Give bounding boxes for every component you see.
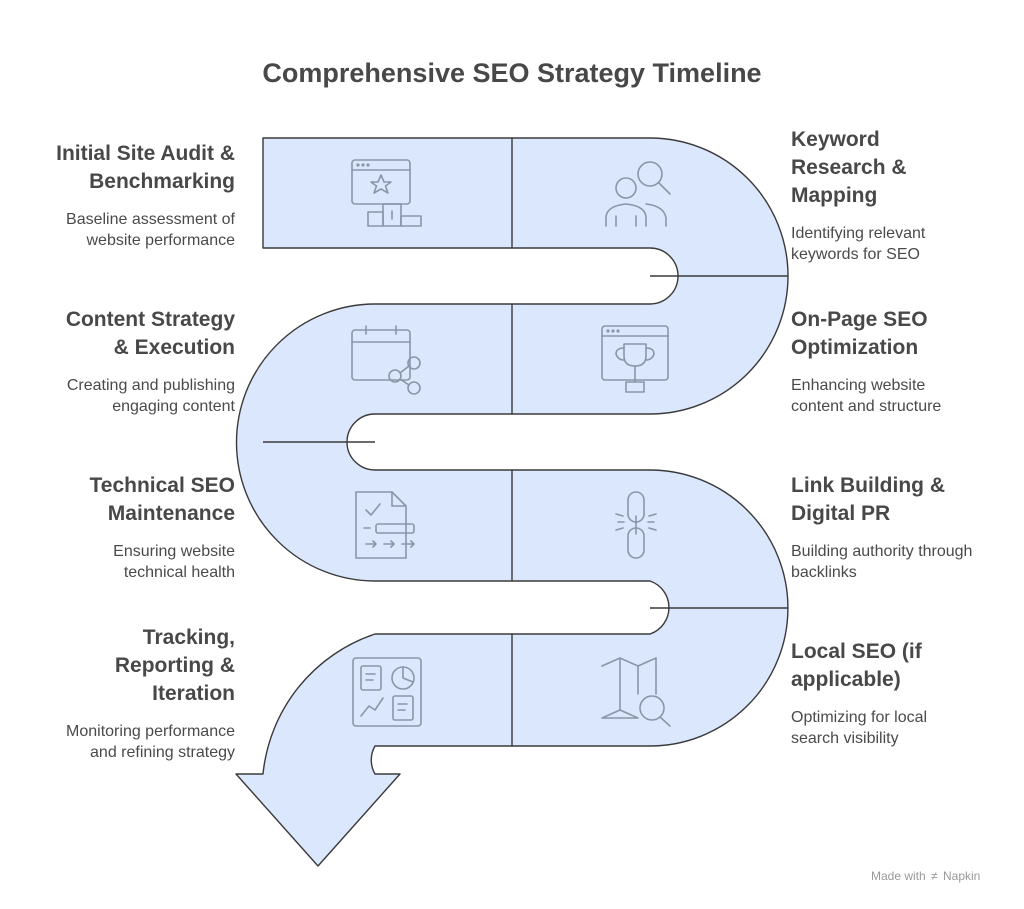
step-local-seo: Local SEO (if applicable) Optimizing for… <box>791 638 1024 749</box>
step-title-line: Optimization <box>791 336 919 359</box>
step-title-line: & Execution <box>113 336 235 359</box>
step-title-line: Initial Site Audit & <box>56 142 235 165</box>
step-desc-line: backlinks <box>791 564 857 581</box>
step-title: Content Strategy & Execution <box>0 306 235 362</box>
map-search-icon <box>601 657 671 727</box>
step-title-line: On-Page SEO <box>791 308 928 331</box>
credit-label: Made with <box>871 869 926 883</box>
step-tracking-reporting: Tracking, Reporting & Iteration Monitori… <box>0 624 235 763</box>
step-desc-line: Building authority through <box>791 543 973 560</box>
step-desc-line: Monitoring performance <box>66 723 235 740</box>
step-desc-line: Enhancing website <box>791 377 926 394</box>
dashboard-icon <box>352 657 422 727</box>
web-award-icon <box>351 159 422 227</box>
step-title-line: Maintenance <box>107 502 235 525</box>
step-desc-line: website performance <box>86 232 235 249</box>
step-title: Link Building & Digital PR <box>791 472 1024 528</box>
people-search-icon <box>605 161 671 227</box>
step-desc-line: Baseline assessment of <box>66 211 235 228</box>
step-desc-line: Ensuring website <box>113 543 235 560</box>
step-description: Baseline assessment of website performan… <box>0 209 235 251</box>
step-title-line: Local SEO (if <box>791 640 922 663</box>
step-title-line: Technical SEO <box>89 474 236 497</box>
step-title-line: Mapping <box>791 184 878 207</box>
step-title-line: Reporting & <box>114 654 235 677</box>
step-desc-line: Identifying relevant <box>791 225 926 242</box>
step-title: Tracking, Reporting & Iteration <box>0 624 235 708</box>
step-title: Initial Site Audit & Benchmarking <box>0 140 235 196</box>
step-desc-line: content and structure <box>791 398 942 415</box>
step-title-line: Tracking, <box>142 626 235 649</box>
step-title: Keyword Research & Mapping <box>791 126 1024 210</box>
step-technical-seo: Technical SEO Maintenance Ensuring websi… <box>0 472 236 583</box>
step-title-line: Link Building & <box>791 474 945 497</box>
step-description: Monitoring performance and refining stra… <box>0 721 235 763</box>
step-title-line: Research & <box>791 156 907 179</box>
step-desc-line: search visibility <box>791 730 899 747</box>
credit-brand: Napkin <box>942 869 981 883</box>
step-description: Ensuring website technical health <box>0 541 235 583</box>
step-content-strategy: Content Strategy & Execution Creating an… <box>0 306 235 417</box>
napkin-credit[interactable]: Made with ≠ Napkin <box>871 869 980 883</box>
step-title-line: Iteration <box>152 682 235 705</box>
step-desc-line: Creating and publishing <box>66 377 235 394</box>
step-title: Local SEO (if applicable) <box>791 638 1024 694</box>
calendar-share-icon <box>351 325 421 395</box>
step-desc-line: engaging content <box>112 398 235 415</box>
step-title-line: applicable) <box>791 668 901 691</box>
step-desc-line: and refining strategy <box>90 744 235 761</box>
chain-link-icon <box>615 491 657 559</box>
step-keyword-research: Keyword Research & Mapping Identifying r… <box>791 126 1024 265</box>
step-description: Creating and publishing engaging content <box>0 375 235 417</box>
segment-dividers <box>263 138 788 746</box>
step-desc-line: technical health <box>123 564 235 581</box>
web-trophy-icon <box>601 325 669 393</box>
checklist-icon <box>355 491 415 559</box>
step-description: Optimizing for local search visibility <box>791 707 1024 749</box>
step-link-building: Link Building & Digital PR Building auth… <box>791 472 1024 583</box>
step-on-page-seo: On-Page SEO Optimization Enhancing websi… <box>791 306 1024 417</box>
step-initial-site-audit: Initial Site Audit & Benchmarking Baseli… <box>0 140 235 251</box>
step-title-line: Content Strategy <box>65 308 235 331</box>
diagram-title: Comprehensive SEO Strategy Timeline <box>262 58 762 88</box>
step-description: Building authority through backlinks <box>791 541 1024 583</box>
step-description: Enhancing website content and structure <box>791 375 1024 417</box>
step-desc-line: Optimizing for local <box>791 709 928 726</box>
step-title: Technical SEO Maintenance <box>0 472 236 528</box>
step-desc-line: keywords for SEO <box>791 246 920 263</box>
step-title-line: Keyword <box>791 128 880 151</box>
step-title-line: Digital PR <box>791 502 891 525</box>
step-description: Identifying relevant keywords for SEO <box>791 223 1024 265</box>
step-title-line: Benchmarking <box>89 170 235 193</box>
step-title: On-Page SEO Optimization <box>791 306 1024 362</box>
napkin-logo-icon: ≠ <box>931 869 938 883</box>
